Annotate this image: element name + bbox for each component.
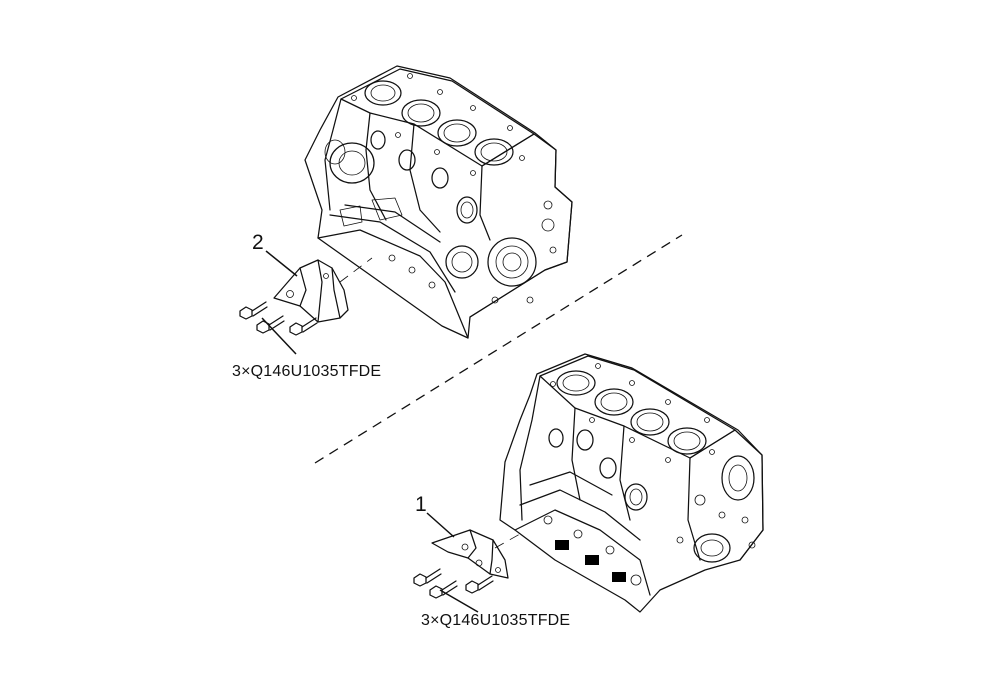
bracket-1-bolts-icon	[413, 568, 494, 599]
upper-engine-block-icon	[304, 65, 573, 339]
bolt-icon	[413, 568, 442, 587]
bolt-icon	[289, 317, 318, 336]
bolt-icon	[239, 301, 268, 320]
callout-2-leader	[265, 250, 298, 277]
separator-dashed-line	[314, 234, 683, 464]
callout-number-1: 1	[415, 493, 427, 516]
bracket-2-projection-line	[339, 257, 373, 283]
bolt-icon	[465, 575, 494, 594]
callout-1-bolt-leader	[439, 589, 479, 613]
bolt-icon	[256, 315, 285, 334]
lower-engine-block-icon	[499, 353, 764, 613]
callout-2-bolt-leader	[261, 317, 297, 355]
callout-number-2: 2	[252, 231, 264, 254]
bolt-icon	[429, 580, 458, 599]
bracket-1-icon	[431, 529, 509, 579]
part-code-label-1: 3×Q146U1035TFDE	[421, 612, 570, 629]
bracket-2-icon	[273, 259, 349, 323]
callout-1-leader	[426, 512, 455, 538]
bracket-1-projection-line	[494, 533, 521, 549]
bracket-2-bolts-icon	[239, 301, 318, 336]
part-code-label-2: 3×Q146U1035TFDE	[232, 363, 381, 380]
